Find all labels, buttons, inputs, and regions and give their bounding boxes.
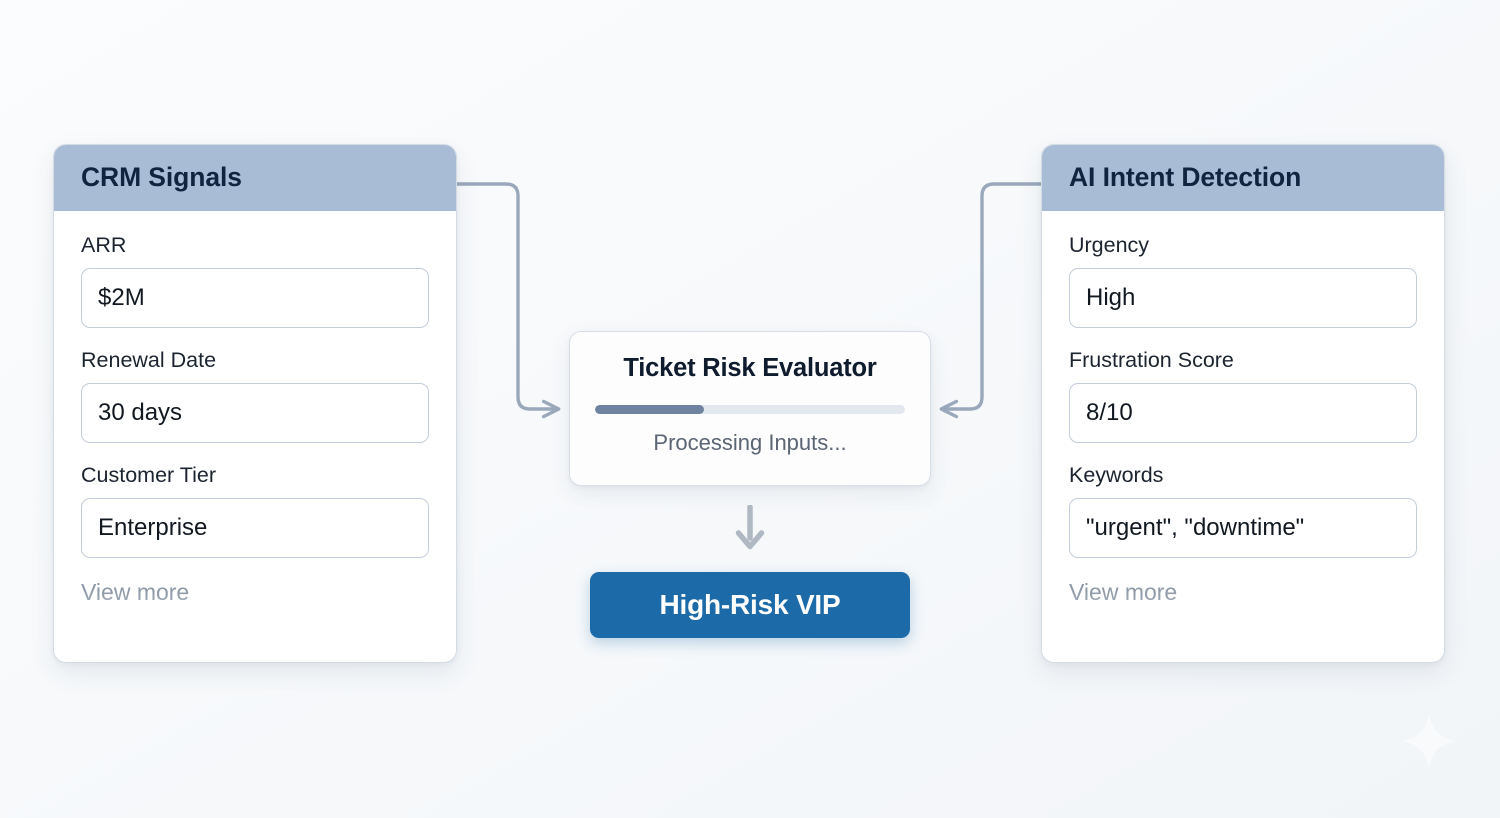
crm-signals-view-more-link[interactable]: View more xyxy=(81,579,190,606)
crm-signals-card-body: ARR $2M Renewal Date 30 days Customer Ti… xyxy=(54,211,456,658)
field-frustration-score-input[interactable]: 8/10 xyxy=(1069,383,1417,444)
field-urgency: Urgency High xyxy=(1069,232,1417,329)
ai-intent-detection-card: AI Intent Detection Urgency High Frustra… xyxy=(1041,144,1445,663)
field-customer-tier: Customer Tier Enterprise xyxy=(81,462,429,559)
ai-intent-detection-card-body: Urgency High Frustration Score 8/10 Keyw… xyxy=(1042,211,1444,658)
field-renewal-date-input[interactable]: 30 days xyxy=(81,383,429,444)
field-customer-tier-label: Customer Tier xyxy=(81,463,217,488)
field-renewal-date-label: Renewal Date xyxy=(81,348,217,373)
evaluator-status-text: Processing Inputs... xyxy=(653,430,847,456)
ai-intent-detection-view-more-link[interactable]: View more xyxy=(1069,579,1178,606)
sparkle-icon xyxy=(1402,714,1456,768)
crm-signals-card-header: CRM Signals xyxy=(54,145,456,212)
evaluator-progress-bar xyxy=(595,405,905,415)
ai-intent-detection-card-title: AI Intent Detection xyxy=(1069,162,1302,192)
field-urgency-input[interactable]: High xyxy=(1069,268,1417,329)
field-frustration-score: Frustration Score 8/10 xyxy=(1069,347,1417,444)
field-arr-label: ARR xyxy=(81,233,127,258)
field-frustration-score-label: Frustration Score xyxy=(1069,348,1234,373)
connector-ai-to-evaluator xyxy=(939,182,1043,419)
ticket-risk-evaluator-card: Ticket Risk Evaluator Processing Inputs.… xyxy=(569,331,931,486)
ai-intent-detection-card-header: AI Intent Detection xyxy=(1042,145,1444,212)
crm-signals-card: CRM Signals ARR $2M Renewal Date 30 days… xyxy=(53,144,457,663)
field-arr: ARR $2M xyxy=(81,232,429,329)
down-arrow-icon xyxy=(735,505,765,550)
result-badge[interactable]: High-Risk VIP xyxy=(590,572,910,638)
field-renewal-date: Renewal Date 30 days xyxy=(81,347,429,444)
field-urgency-label: Urgency xyxy=(1069,233,1150,258)
field-keywords-input[interactable]: "urgent", "downtime" xyxy=(1069,498,1417,559)
crm-signals-card-title: CRM Signals xyxy=(81,162,242,192)
result-badge-label: High-Risk VIP xyxy=(659,589,841,620)
connector-crm-to-evaluator xyxy=(455,182,561,419)
ticket-risk-evaluator-title: Ticket Risk Evaluator xyxy=(623,354,877,382)
field-keywords: Keywords "urgent", "downtime" xyxy=(1069,462,1417,559)
evaluator-progress-fill xyxy=(595,405,704,415)
field-arr-input[interactable]: $2M xyxy=(81,268,429,329)
field-customer-tier-input[interactable]: Enterprise xyxy=(81,498,429,559)
field-keywords-label: Keywords xyxy=(1069,463,1164,488)
